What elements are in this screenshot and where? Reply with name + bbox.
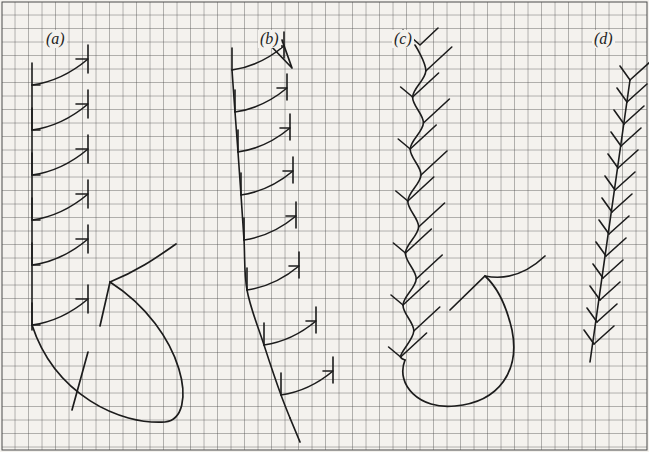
branch-d <box>600 282 620 300</box>
hook-a <box>76 180 88 208</box>
hook-a <box>76 90 88 118</box>
branch-c <box>413 73 439 97</box>
figure-label: (a) <box>44 30 67 48</box>
spur-d <box>614 110 624 124</box>
branch-c <box>416 255 442 279</box>
branch-b <box>264 321 316 345</box>
spur-c <box>391 295 403 305</box>
hook-b <box>289 252 299 278</box>
branch-c <box>401 333 427 357</box>
branch-d <box>627 84 647 102</box>
branch-a <box>32 194 88 220</box>
branch-d <box>594 326 614 344</box>
branch-c <box>408 177 434 201</box>
hook-a <box>76 285 88 313</box>
branch-a <box>32 243 40 265</box>
hook-a <box>76 135 88 163</box>
branch-b <box>235 88 287 112</box>
spur-d <box>605 176 615 190</box>
loop-c <box>403 276 514 406</box>
branch-d <box>615 172 635 190</box>
branch-c <box>419 203 445 227</box>
spur-d <box>620 66 630 80</box>
branch-d <box>621 128 641 146</box>
branch-b <box>238 128 290 152</box>
branch-a <box>32 239 88 265</box>
branch-a <box>32 108 40 130</box>
branch-c <box>405 229 431 253</box>
tail-a <box>110 244 176 282</box>
stem-b <box>232 70 290 418</box>
base-b <box>290 418 300 442</box>
branch-c <box>423 99 449 123</box>
branch-d <box>618 150 638 168</box>
stroke-a <box>72 352 88 410</box>
stem-a <box>31 85 33 330</box>
stem-d <box>590 80 630 362</box>
figure-label: (c) <box>392 30 414 48</box>
hook-b <box>306 307 316 333</box>
branch-d <box>597 304 617 322</box>
hook-b <box>286 202 296 228</box>
branch-d <box>624 106 644 124</box>
hook-b <box>323 357 333 383</box>
spur-d <box>596 242 606 256</box>
loop-a <box>32 282 183 422</box>
spur-d <box>617 88 627 102</box>
figure-label: (d) <box>592 30 615 48</box>
hook-b <box>277 74 287 100</box>
spur-d <box>611 132 621 146</box>
branch-a <box>32 59 88 85</box>
spur-d <box>599 220 609 234</box>
spur-c <box>396 191 408 201</box>
stem-c <box>401 45 426 360</box>
hook-b <box>280 114 290 140</box>
branch-b <box>281 371 333 395</box>
branch-a <box>32 303 40 325</box>
spur-c <box>401 87 413 97</box>
branch-d <box>630 62 649 80</box>
branch-a <box>32 63 40 85</box>
branch-a <box>32 198 40 220</box>
hook-b <box>283 157 293 183</box>
branch-d <box>609 216 629 234</box>
spur-c <box>389 347 401 357</box>
branch-b <box>231 48 233 70</box>
branch-c <box>410 125 436 149</box>
branch-a <box>32 149 88 175</box>
spur-d <box>608 154 618 168</box>
branch-d <box>612 194 632 212</box>
hook-a <box>76 45 88 73</box>
branch-b <box>232 46 284 70</box>
branch-c <box>426 47 452 71</box>
branch-b <box>247 266 299 290</box>
tail-c <box>485 256 545 277</box>
spur-d <box>602 198 612 212</box>
figure-label: (b) <box>258 30 281 48</box>
branch-c <box>414 307 440 331</box>
branch-c <box>403 281 429 305</box>
branch-a <box>32 299 88 325</box>
branch-d <box>603 260 623 278</box>
branch-d <box>606 238 626 256</box>
branch-a <box>32 104 88 130</box>
spur-c <box>393 243 405 253</box>
spur-c <box>398 139 410 149</box>
branch-c <box>421 151 447 175</box>
branch-a <box>32 153 40 175</box>
hook-a <box>76 225 88 253</box>
branch-b <box>241 171 293 195</box>
branch-b <box>244 216 296 240</box>
